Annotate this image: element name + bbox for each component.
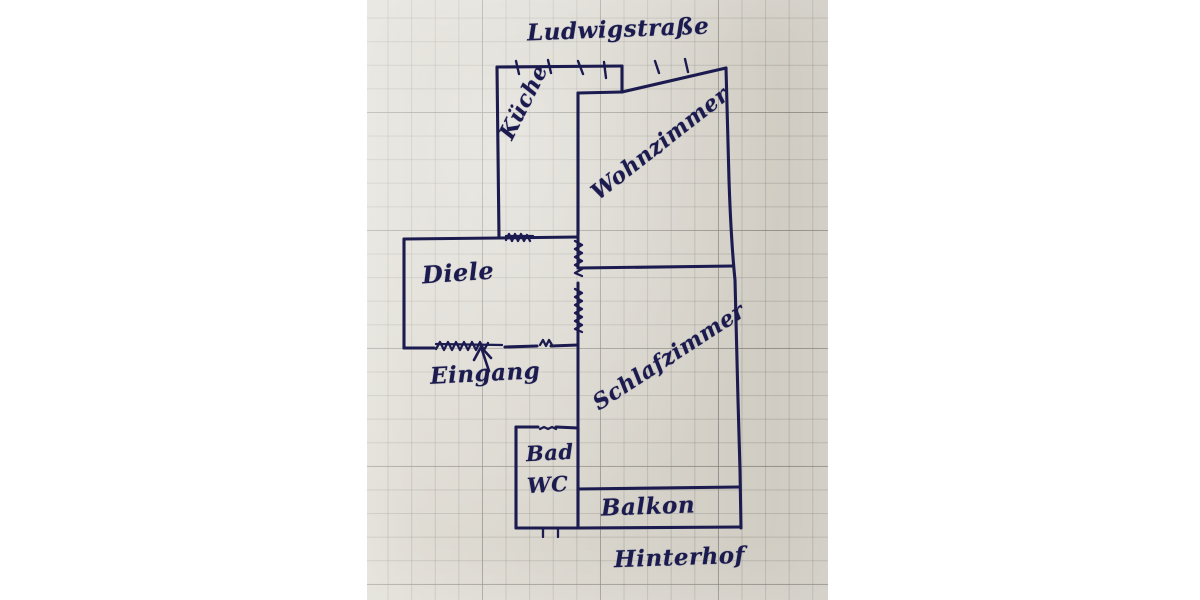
wall-diele-bottom-c: [549, 343, 580, 348]
door-eingang: [434, 340, 504, 352]
door-kueche-diele: [504, 232, 535, 243]
wall-diele-top: [402, 236, 501, 241]
label-backyard: Hinterhof: [613, 541, 746, 574]
label-entrance: Eingang: [429, 357, 541, 390]
door-diele-schlafzimmer: [573, 287, 584, 334]
wall-balkon-top: [576, 485, 741, 491]
label-balcony: Balkon: [600, 491, 696, 522]
wall-bad-top-b: [554, 425, 580, 430]
graph-paper-sheet: [367, 0, 828, 600]
wall-top-right: [620, 66, 728, 94]
letterbox-left: [0, 0, 367, 600]
wall-diele-bottom-b: [503, 344, 539, 349]
window-marks-top: [514, 57, 690, 80]
wall-right-outer: [724, 66, 743, 530]
wall-kueche-wohnzimmer-top: [576, 90, 624, 95]
door-diele-wohnzimmer: [573, 239, 584, 278]
door-bad: [538, 425, 558, 431]
label-hallway: Diele: [421, 255, 496, 290]
door-mark-hall-right: [538, 338, 554, 348]
label-bath: Bad: [525, 438, 575, 467]
door-mark-bad-bottom: [541, 527, 560, 539]
entrance-arrow-icon: [472, 345, 493, 373]
wall-top-left: [495, 64, 624, 69]
wall-kueche-left: [495, 65, 501, 240]
letterbox-right: [828, 0, 1200, 600]
label-wc: WC: [526, 470, 569, 499]
wall-balkon-bottom: [576, 525, 743, 530]
wall-wohnzimmer-schlafzimmer: [576, 264, 735, 270]
